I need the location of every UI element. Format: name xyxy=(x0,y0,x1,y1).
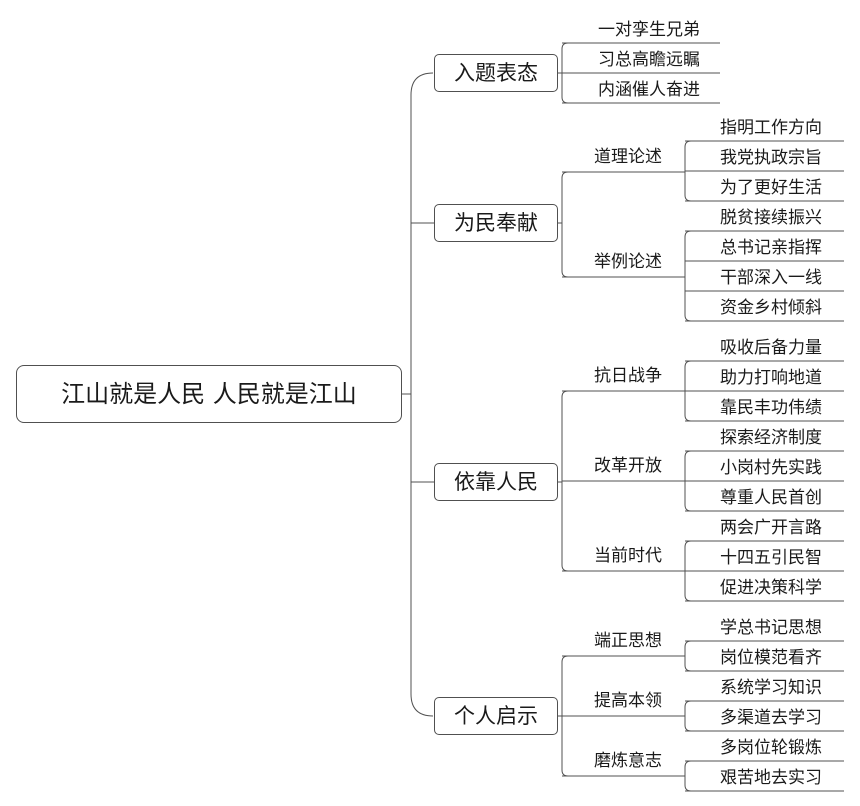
subtopic[interactable]: 磨炼意志 xyxy=(594,751,662,771)
leaf-item[interactable]: 靠民丰功伟绩 xyxy=(720,398,822,418)
branch-rely-people[interactable]: 依靠人民 xyxy=(434,463,558,501)
subtopic[interactable]: 道理论述 xyxy=(594,147,662,167)
leaf-item[interactable]: 我党执政宗旨 xyxy=(720,148,822,168)
leaf-item[interactable]: 学总书记思想 xyxy=(720,618,822,638)
subtopic[interactable]: 举例论述 xyxy=(594,252,662,272)
leaf-item[interactable]: 内涵催人奋进 xyxy=(598,80,700,100)
leaf-bracket xyxy=(684,230,692,322)
leaf-item[interactable]: 脱贫接续振兴 xyxy=(720,208,822,228)
leaf-item[interactable]: 资金乡村倾斜 xyxy=(720,298,822,318)
subtopic[interactable]: 改革开放 xyxy=(594,456,662,476)
leaf-item[interactable]: 助力打响地道 xyxy=(720,368,822,388)
subtopic[interactable]: 端正思想 xyxy=(594,631,662,651)
leaf-item[interactable]: 多渠道去学习 xyxy=(720,708,822,728)
leaf-bracket xyxy=(684,640,692,672)
leaf-item[interactable]: 习总高瞻远瞩 xyxy=(598,50,700,70)
branch-insights[interactable]: 个人启示 xyxy=(434,697,558,735)
leaf-item[interactable]: 尊重人民首创 xyxy=(720,488,822,508)
branch-serve-people[interactable]: 为民奉献 xyxy=(434,204,558,242)
leaf-bracket xyxy=(684,700,692,732)
leaf-item[interactable]: 十四五引民智 xyxy=(720,548,822,568)
leaf-item[interactable]: 两会广开言路 xyxy=(720,518,822,538)
leaf-item[interactable]: 吸收后备力量 xyxy=(720,338,822,358)
group-bracket xyxy=(561,171,569,278)
subtopic[interactable]: 当前时代 xyxy=(594,546,662,566)
root-topic[interactable]: 江山就是人民 人民就是江山 xyxy=(16,365,402,423)
leaf-item[interactable]: 促进决策科学 xyxy=(720,578,822,598)
leaf-item[interactable]: 岗位模范看齐 xyxy=(720,648,822,668)
main-spine xyxy=(410,72,434,717)
leaf-item[interactable]: 小岗村先实践 xyxy=(720,458,822,478)
subtopic[interactable]: 抗日战争 xyxy=(594,366,662,386)
leaf-item[interactable]: 指明工作方向 xyxy=(720,118,822,138)
leaf-item[interactable]: 系统学习知识 xyxy=(720,678,822,698)
leaf-item[interactable]: 探索经济制度 xyxy=(720,428,822,448)
branch-intro[interactable]: 入题表态 xyxy=(434,54,558,92)
leaf-item[interactable]: 多岗位轮锻炼 xyxy=(720,738,822,758)
leaf-item[interactable]: 为了更好生活 xyxy=(720,178,822,198)
leaf-item[interactable]: 艰苦地去实习 xyxy=(720,768,822,788)
leaf-bracket xyxy=(684,760,692,792)
leaf-item[interactable]: 干部深入一线 xyxy=(720,268,822,288)
leaf-item[interactable]: 总书记亲指挥 xyxy=(720,238,822,258)
leaf-item[interactable]: 一对孪生兄弟 xyxy=(598,20,700,40)
subtopic[interactable]: 提高本领 xyxy=(594,691,662,711)
